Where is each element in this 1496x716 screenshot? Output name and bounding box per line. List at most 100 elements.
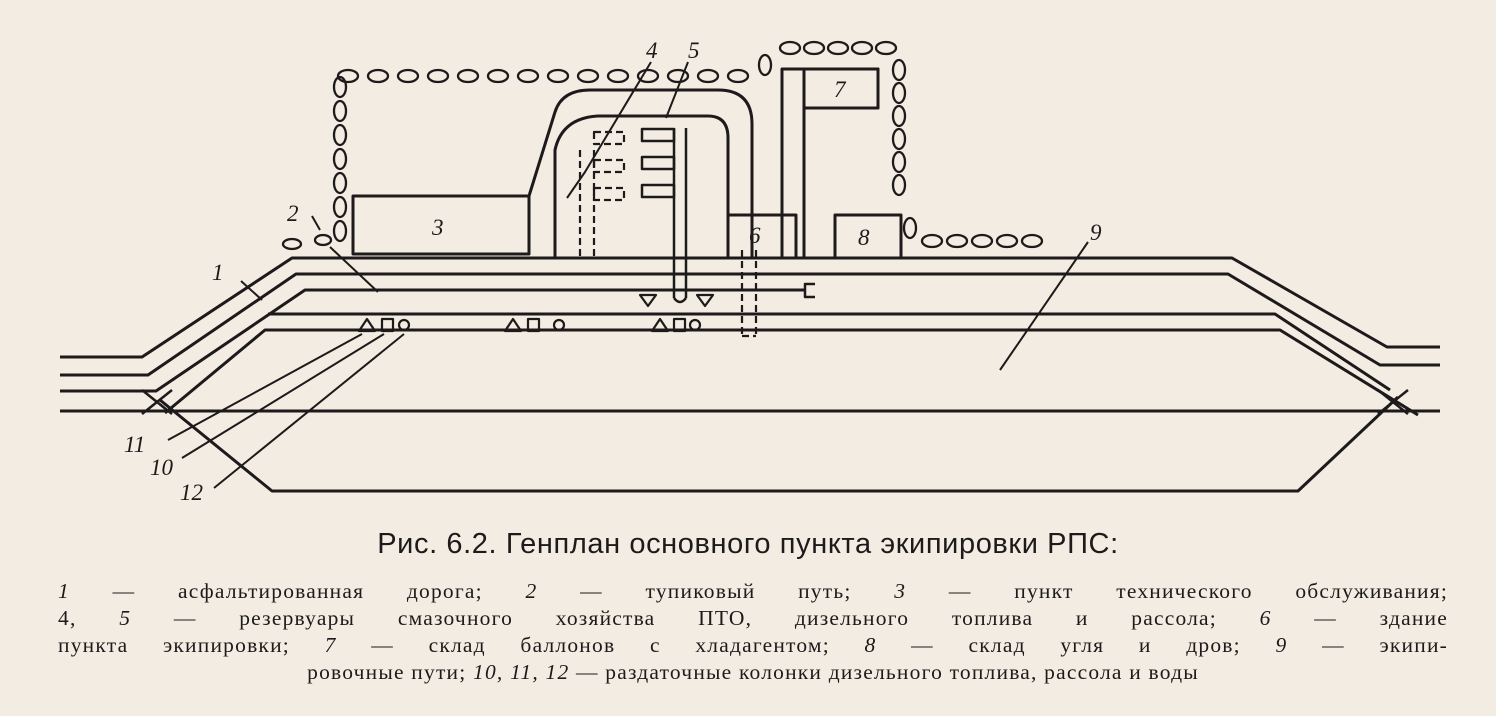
bush [778, 40, 802, 56]
legend-text: — здание [1271, 606, 1448, 630]
bush [945, 233, 969, 249]
label-7: 7 [834, 77, 847, 102]
legend-text: — раздаточные колонки дизельного топлива… [569, 660, 1199, 684]
bush [666, 68, 690, 84]
label-9: 9 [1090, 220, 1102, 245]
legend-text: — склад угля и дров; [876, 633, 1276, 657]
crossing-right [1377, 389, 1409, 415]
bush [874, 40, 898, 56]
bush [456, 68, 480, 84]
legend-text: ровочные пути; [307, 660, 474, 684]
building-3-service-point [351, 194, 531, 256]
bush [826, 40, 850, 56]
bush [366, 68, 390, 84]
label-5: 5 [688, 38, 700, 63]
legend-text: — резервуары смазочного хозяйства ПТО, д… [131, 606, 1260, 630]
legend-number: 5 [119, 606, 132, 630]
building-6-equipping-point [726, 213, 798, 260]
legend-text: — экипи- [1287, 633, 1449, 657]
legend-text: — склад баллонов с хладагентом; [336, 633, 865, 657]
bush [426, 68, 450, 84]
bush [636, 68, 660, 84]
bush [332, 123, 348, 147]
legend-number: 1 [58, 579, 70, 603]
label-1: 1 [212, 260, 224, 285]
tank-yard-road-inner [553, 114, 730, 258]
bush [332, 99, 348, 123]
plan-diagram: 1 2 3 4 5 6 7 8 9 11 10 12 [60, 38, 1440, 505]
legend-text: пункта экипировки; [58, 633, 325, 657]
figure-legend: 1 — асфальтированная дорога; 2 — тупиков… [58, 578, 1448, 686]
bush [757, 53, 773, 77]
tanks-4 [578, 130, 626, 258]
bush [1020, 233, 1044, 249]
legend-number: 9 [1275, 633, 1288, 657]
bush [726, 68, 750, 84]
legend-number: 6 [1259, 606, 1272, 630]
legend-number: 8 [864, 633, 877, 657]
servicing-track-loop [159, 395, 1400, 493]
bush [332, 171, 348, 195]
legend-line-4: ровочные пути; 10, 11, 12 — раздаточные … [58, 659, 1448, 686]
label-2: 2 [287, 201, 299, 226]
bush [332, 195, 348, 219]
tanks-5 [640, 127, 688, 304]
bush [802, 40, 826, 56]
bush [332, 219, 348, 243]
bush [332, 75, 348, 99]
greenery [281, 40, 1044, 251]
legend-text: 4, [58, 606, 120, 630]
pipe-marker-left [638, 293, 658, 308]
legend-line-1: 1 — асфальтированная дорога; 2 — тупиков… [58, 578, 1448, 605]
bush [891, 127, 907, 151]
building-7-refrigerant-warehouse [802, 67, 880, 110]
bush [995, 233, 1019, 249]
label-4: 4 [646, 38, 658, 63]
underpass-dashed [740, 250, 758, 338]
bush [891, 173, 907, 197]
building-8-coal-warehouse [833, 213, 903, 260]
servicing-track-b [164, 328, 1419, 417]
pipe-marker-right [695, 293, 715, 308]
bush [850, 40, 874, 56]
bush [546, 68, 570, 84]
bush [970, 233, 994, 249]
label-8: 8 [858, 225, 870, 250]
bush [891, 150, 907, 174]
legend-line-3: пункта экипировки; 7 — склад баллонов с … [58, 632, 1448, 659]
column-group-3 [650, 317, 702, 333]
bush [336, 68, 360, 84]
label-11: 11 [124, 432, 145, 457]
bush [920, 233, 944, 249]
bush [313, 233, 333, 247]
bush [576, 68, 600, 84]
legend-number: 3 [894, 579, 907, 603]
bush [486, 68, 510, 84]
bush [332, 147, 348, 171]
crossing-left [141, 389, 173, 415]
leader-lines [167, 61, 1089, 489]
bush [902, 216, 918, 240]
legend-line-2: 4, 5 — резервуары смазочного хозяйства П… [58, 605, 1448, 632]
label-12: 12 [180, 480, 203, 505]
servicing-track-a [268, 312, 1391, 392]
tank-yard-road-outer [527, 88, 754, 258]
dead-end-stop [803, 282, 815, 299]
bush [891, 58, 907, 82]
bush [606, 68, 630, 84]
bush [696, 68, 720, 84]
column-group-2 [503, 317, 566, 333]
legend-number: 10, 11, 12 [473, 660, 570, 684]
bush [891, 81, 907, 105]
asphalt-road-inner [60, 272, 1440, 377]
legend-number: 7 [324, 633, 337, 657]
legend-text: — асфальтированная дорога; [69, 579, 526, 603]
bush [516, 68, 540, 84]
legend-number: 2 [525, 579, 538, 603]
dead-end-track [60, 288, 805, 393]
legend-text: — тупиковый путь; [537, 579, 895, 603]
label-3: 3 [431, 215, 444, 240]
label-6: 6 [749, 223, 761, 248]
column-group-1 [357, 317, 411, 333]
bush [281, 237, 303, 251]
